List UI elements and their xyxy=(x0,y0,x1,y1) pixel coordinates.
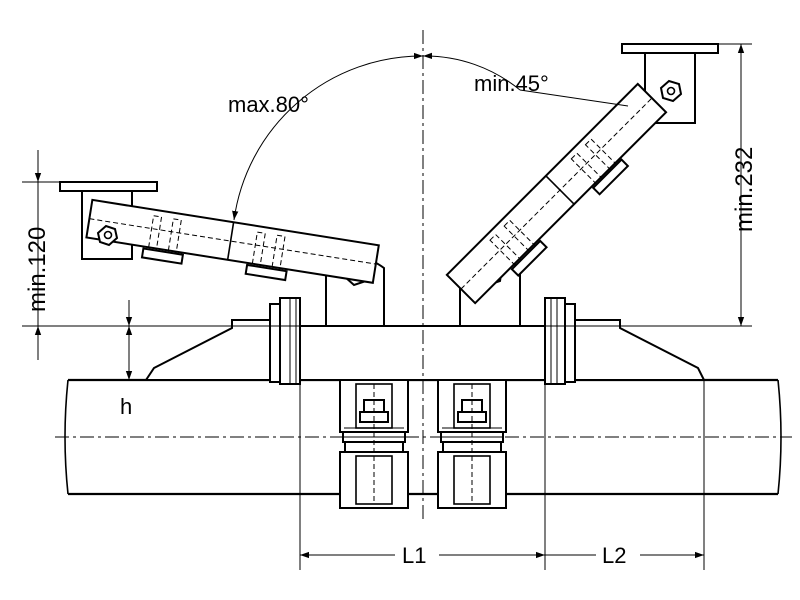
label-min-120: min.120 xyxy=(24,227,51,312)
label-min-angle: min.45° xyxy=(474,71,549,96)
max-angle-arc xyxy=(232,52,424,221)
arm-right xyxy=(445,43,719,305)
min-angle-leader xyxy=(519,89,629,107)
label-min-232: min.232 xyxy=(731,147,758,232)
min-angle-arc xyxy=(422,52,521,91)
label-h: h xyxy=(120,394,132,419)
saddle-base xyxy=(144,297,706,385)
arm-left xyxy=(59,181,380,284)
clamp-right xyxy=(437,379,507,509)
label-L2: L2 xyxy=(602,543,626,568)
label-max-angle: max.80° xyxy=(228,92,309,117)
label-L1: L1 xyxy=(402,543,426,568)
clamp-left xyxy=(339,379,409,509)
